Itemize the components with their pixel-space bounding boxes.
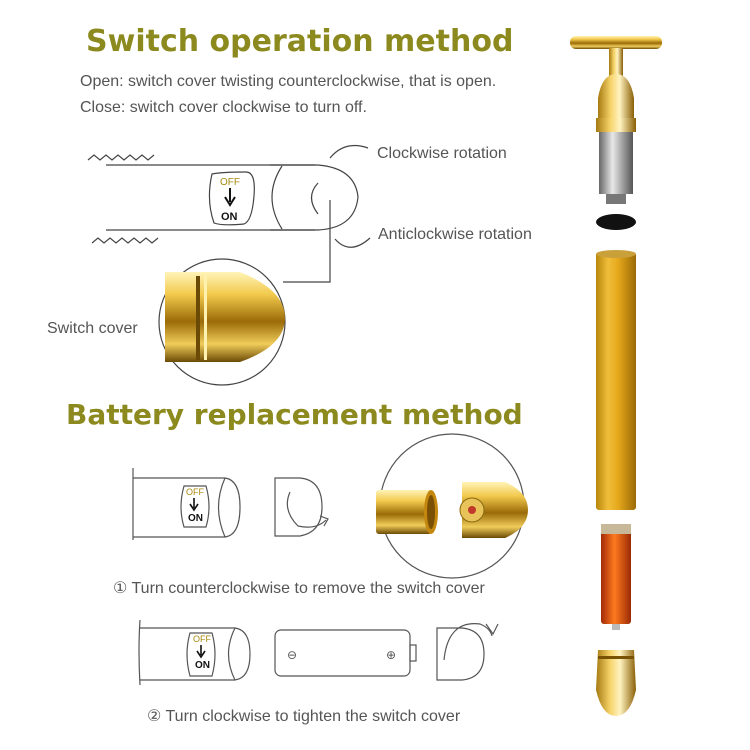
step2-off-text: OFF bbox=[193, 634, 211, 644]
close-instruction: Close: switch cover clockwise to turn of… bbox=[80, 99, 367, 116]
arrow-down-icon bbox=[224, 188, 236, 207]
switch-cover-product-image bbox=[596, 650, 636, 716]
t-bar-head-image bbox=[570, 36, 662, 132]
switch-on-text: ON bbox=[221, 211, 238, 223]
switch-cover-label: Switch cover bbox=[47, 320, 138, 337]
step1-caption: ① Turn counterclockwise to remove the sw… bbox=[113, 578, 485, 598]
break-line-top bbox=[87, 154, 155, 161]
battery-plus-icon: ⊕ bbox=[386, 648, 396, 662]
step1-off-text: OFF bbox=[186, 487, 204, 497]
step2-number: ② bbox=[147, 708, 162, 725]
open-tube-image bbox=[376, 490, 438, 534]
battery-replacement-title: Battery replacement method bbox=[66, 398, 523, 431]
step2-on-text: ON bbox=[195, 660, 210, 671]
step2-text: Turn clockwise to tighten the switch cov… bbox=[165, 708, 461, 725]
switch-cover-image bbox=[165, 272, 285, 362]
arrow-down-icon bbox=[196, 645, 206, 659]
clockwise-label: Clockwise rotation bbox=[377, 145, 507, 162]
step1-text: Turn counterclockwise to remove the swit… bbox=[131, 580, 485, 597]
switch-off-text: OFF bbox=[220, 177, 240, 188]
break-line-bottom bbox=[91, 237, 159, 244]
aa-battery-image bbox=[601, 524, 631, 630]
step1-number: ① bbox=[113, 580, 128, 597]
open-instruction: Open: switch cover twisting counterclock… bbox=[80, 73, 497, 90]
battery-minus-icon: ⊖ bbox=[287, 648, 297, 662]
switch-operation-title: Switch operation method bbox=[86, 24, 514, 59]
cover-end-image bbox=[459, 482, 528, 538]
step1-on-text: ON bbox=[188, 513, 203, 524]
gold-tube-image bbox=[596, 250, 636, 510]
arrow-down-icon bbox=[189, 498, 199, 512]
step2-caption: ② Turn clockwise to tighten the switch c… bbox=[147, 706, 460, 726]
motor-image bbox=[596, 132, 636, 230]
anticlockwise-label: Anticlockwise rotation bbox=[378, 226, 532, 243]
